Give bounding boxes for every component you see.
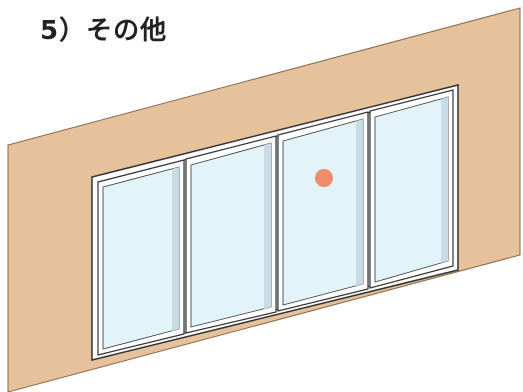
window-pane-1 bbox=[97, 159, 185, 356]
window-pane-4 bbox=[369, 89, 454, 289]
window-pane-2 bbox=[185, 135, 277, 334]
marker-dot bbox=[315, 169, 333, 187]
window-pane-3 bbox=[277, 111, 369, 312]
section-heading: 5）その他 bbox=[40, 16, 168, 46]
